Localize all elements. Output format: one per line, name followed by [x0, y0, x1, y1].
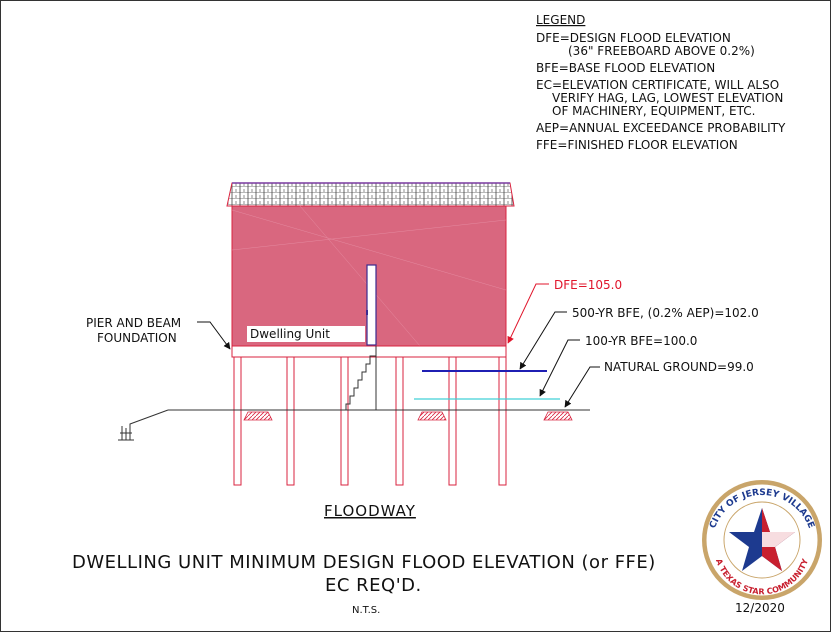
date-label: 12/2020: [735, 601, 785, 615]
drawing-subtitle: EC REQ'D.: [325, 575, 422, 596]
door: [366, 264, 377, 346]
legend-line: DFE=DESIGN FLOOD ELEVATION: [536, 31, 731, 45]
piers: [233, 356, 507, 486]
pier-beam-leader: [197, 321, 231, 350]
floodway-label: FLOODWAY: [324, 502, 416, 520]
bfe-500-label: 500-YR BFE, (0.2% AEP)=102.0: [572, 306, 759, 320]
legend-line: OF MACHINERY, EQUIPMENT, ETC.: [552, 104, 755, 118]
foundation-label: FOUNDATION: [97, 331, 177, 345]
floor-beam: [231, 345, 507, 358]
ground-label: NATURAL GROUND=99.0: [604, 360, 754, 374]
drawing-title: DWELLING UNIT MINIMUM DESIGN FLOOD ELEVA…: [72, 552, 656, 573]
legend-line: FFE=FINISHED FLOOR ELEVATION: [536, 138, 738, 152]
footings: [243, 411, 573, 421]
ground-leader: [564, 366, 600, 408]
dwelling-unit-label: Dwelling Unit: [250, 327, 330, 341]
scale-note: N.T.S.: [352, 605, 380, 616]
bfe-100-label: 100-YR BFE=100.0: [585, 334, 697, 348]
roof: [226, 182, 515, 207]
dwelling-unit-label-box: Dwelling Unit: [247, 326, 365, 342]
house-body: [231, 205, 507, 347]
legend-line: VERIFY HAG, LAG, LOWEST ELEVATION: [552, 91, 783, 105]
ground-break-symbol: [118, 426, 134, 441]
dfe-label: DFE=105.0: [554, 278, 622, 292]
legend-line: BFE=BASE FLOOD ELEVATION: [536, 61, 715, 75]
legend-line: EC=ELEVATION CERTIFICATE, WILL ALSO: [536, 78, 779, 92]
dfe-leader: [507, 283, 549, 344]
pier-beam-label: PIER AND BEAM: [86, 316, 181, 330]
bfe-500-leader: [519, 311, 567, 370]
stairs: [345, 346, 377, 410]
legend: LEGEND DFE=DESIGN FLOOD ELEVATION (36" F…: [536, 13, 786, 152]
bfe-100-leader: [539, 339, 580, 397]
legend-title: LEGEND: [536, 13, 585, 27]
ground-line: [118, 409, 590, 441]
city-seal-logo: CITY OF JERSEY VILLAGE A TEXAS STAR COMM…: [702, 480, 822, 600]
legend-line: (36" FREEBOARD ABOVE 0.2%): [568, 44, 755, 58]
legend-line: AEP=ANNUAL EXCEEDANCE PROBABILITY: [536, 121, 786, 135]
